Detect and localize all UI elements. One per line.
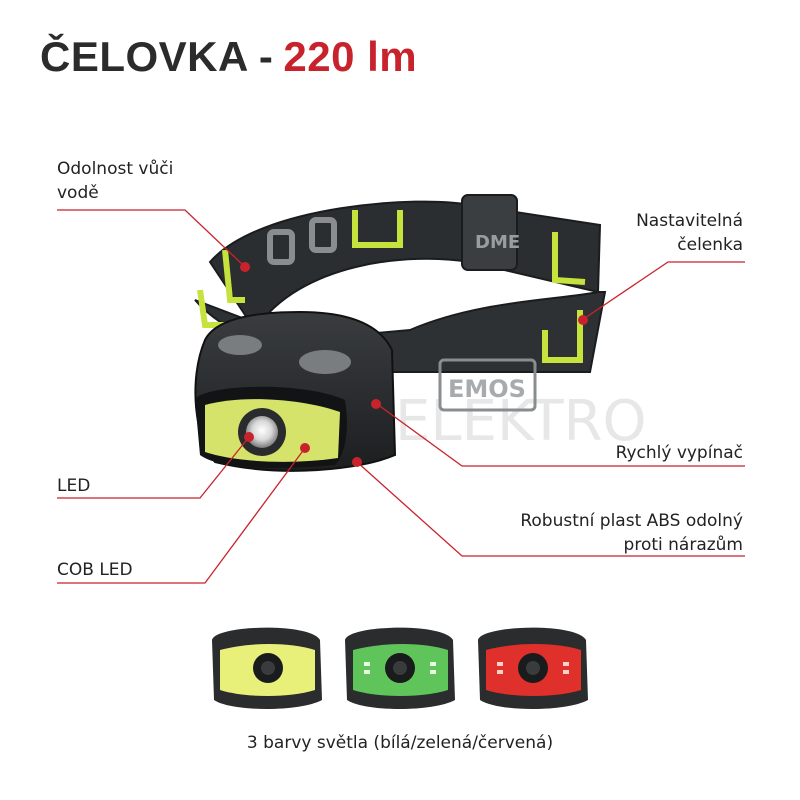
title-product: ČELOVKA	[40, 33, 249, 80]
title-separator: -	[258, 33, 274, 80]
strap-pattern	[222, 210, 586, 303]
watermark-text: ELEKTRO	[395, 389, 647, 454]
callout-adjustable-headband: Nastavitelná čelenka	[636, 211, 743, 255]
callout-led: LED	[57, 476, 91, 496]
led-lens	[246, 416, 278, 448]
variant-red	[478, 627, 588, 709]
svg-text:DME: DME	[475, 232, 520, 253]
light-colors-caption: 3 barvy světla (bílá/zelená/červená)	[246, 733, 554, 753]
callout-quick-switch: Rychlý vypínač	[615, 443, 743, 463]
lamp-button-left	[218, 335, 262, 355]
variant-green	[345, 627, 455, 709]
strap-buckle	[461, 194, 518, 271]
strap-logo-frame	[438, 358, 537, 412]
callout-abs-plastic: Robustní plast ABS odolný proti nárazům	[520, 511, 743, 555]
callout-water-resistance: Odolnost vůči vodě	[57, 159, 174, 203]
strap-logo: EMOS	[448, 375, 526, 403]
lamp-button-right	[299, 350, 351, 374]
page-title: ČELOVKA-220 lm	[40, 36, 417, 78]
variant-white	[212, 627, 322, 709]
callout-dots	[240, 262, 588, 467]
callout-cob-led: COB LED	[57, 560, 133, 580]
title-lumens: 220 lm	[283, 33, 418, 80]
callout-lines	[57, 209, 745, 584]
